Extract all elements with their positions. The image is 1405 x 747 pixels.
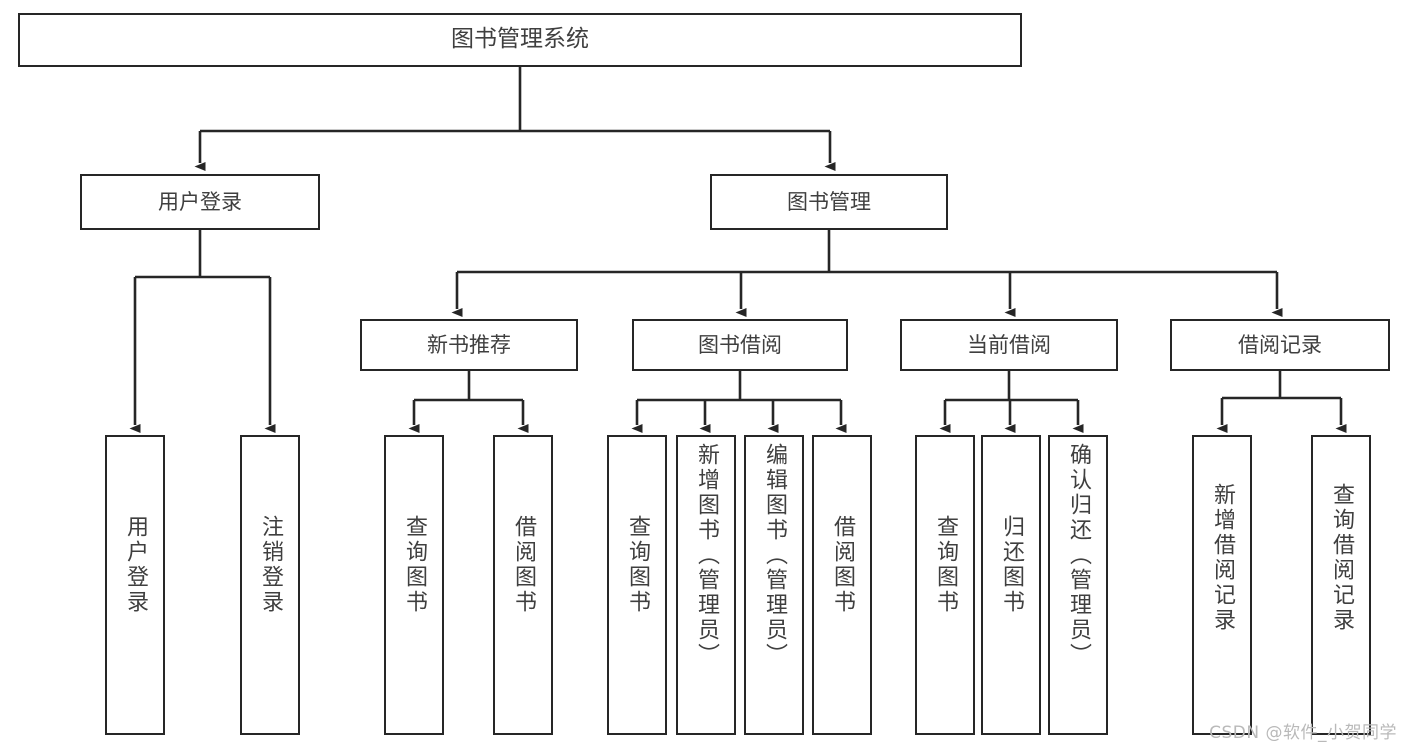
node-label: 查询图书 [624,515,650,615]
node-label: 图书管理 [787,189,871,214]
leaf-query-book-borrow[interactable]: 查询图书 [607,435,667,735]
node-label: 注销登录 [257,515,283,615]
node-label: 图书管理系统 [451,26,589,53]
leaf-borrow-book[interactable]: 借阅图书 [812,435,872,735]
node-label: 借阅图书 [510,515,536,615]
leaf-user-login[interactable]: 用户登录 [105,435,165,735]
leaf-query-book-current[interactable]: 查询图书 [915,435,975,735]
node-label: 新增借阅记录 [1209,483,1235,633]
node-label: 查询图书 [401,515,427,615]
leaf-confirm-return-admin[interactable]: 确认归还（管理员） [1048,435,1108,735]
leaf-edit-book-admin[interactable]: 编辑图书（管理员） [744,435,804,735]
leaf-borrow-book-recommend[interactable]: 借阅图书 [493,435,553,735]
node-current-borrow[interactable]: 当前借阅 [900,319,1118,371]
node-label: 归还图书 [998,515,1024,615]
node-label: 用户登录 [122,515,148,615]
node-label: 查询借阅记录 [1328,483,1354,633]
node-label: 新增图书（管理员） [693,443,719,668]
leaf-add-borrow-record[interactable]: 新增借阅记录 [1192,435,1252,735]
leaf-query-book-recommend[interactable]: 查询图书 [384,435,444,735]
node-book-management[interactable]: 图书管理 [710,174,948,230]
node-user-login[interactable]: 用户登录 [80,174,320,230]
node-label: 确认归还（管理员） [1065,443,1091,668]
node-label: 用户登录 [158,189,242,214]
leaf-logout[interactable]: 注销登录 [240,435,300,735]
node-label: 借阅记录 [1238,332,1322,357]
node-root-system[interactable]: 图书管理系统 [18,13,1022,67]
node-new-book-recommend[interactable]: 新书推荐 [360,319,578,371]
node-label: 当前借阅 [967,332,1051,357]
node-borrow-records[interactable]: 借阅记录 [1170,319,1390,371]
node-book-borrow[interactable]: 图书借阅 [632,319,848,371]
node-label: 新书推荐 [427,332,511,357]
node-label: 借阅图书 [829,515,855,615]
leaf-query-borrow-record[interactable]: 查询借阅记录 [1311,435,1371,735]
node-label: 查询图书 [932,515,958,615]
leaf-add-book-admin[interactable]: 新增图书（管理员） [676,435,736,735]
node-label: 图书借阅 [698,332,782,357]
node-label: 编辑图书（管理员） [761,443,787,668]
watermark: CSDN @软件_小贺同学 [1209,723,1397,743]
leaf-return-book[interactable]: 归还图书 [981,435,1041,735]
